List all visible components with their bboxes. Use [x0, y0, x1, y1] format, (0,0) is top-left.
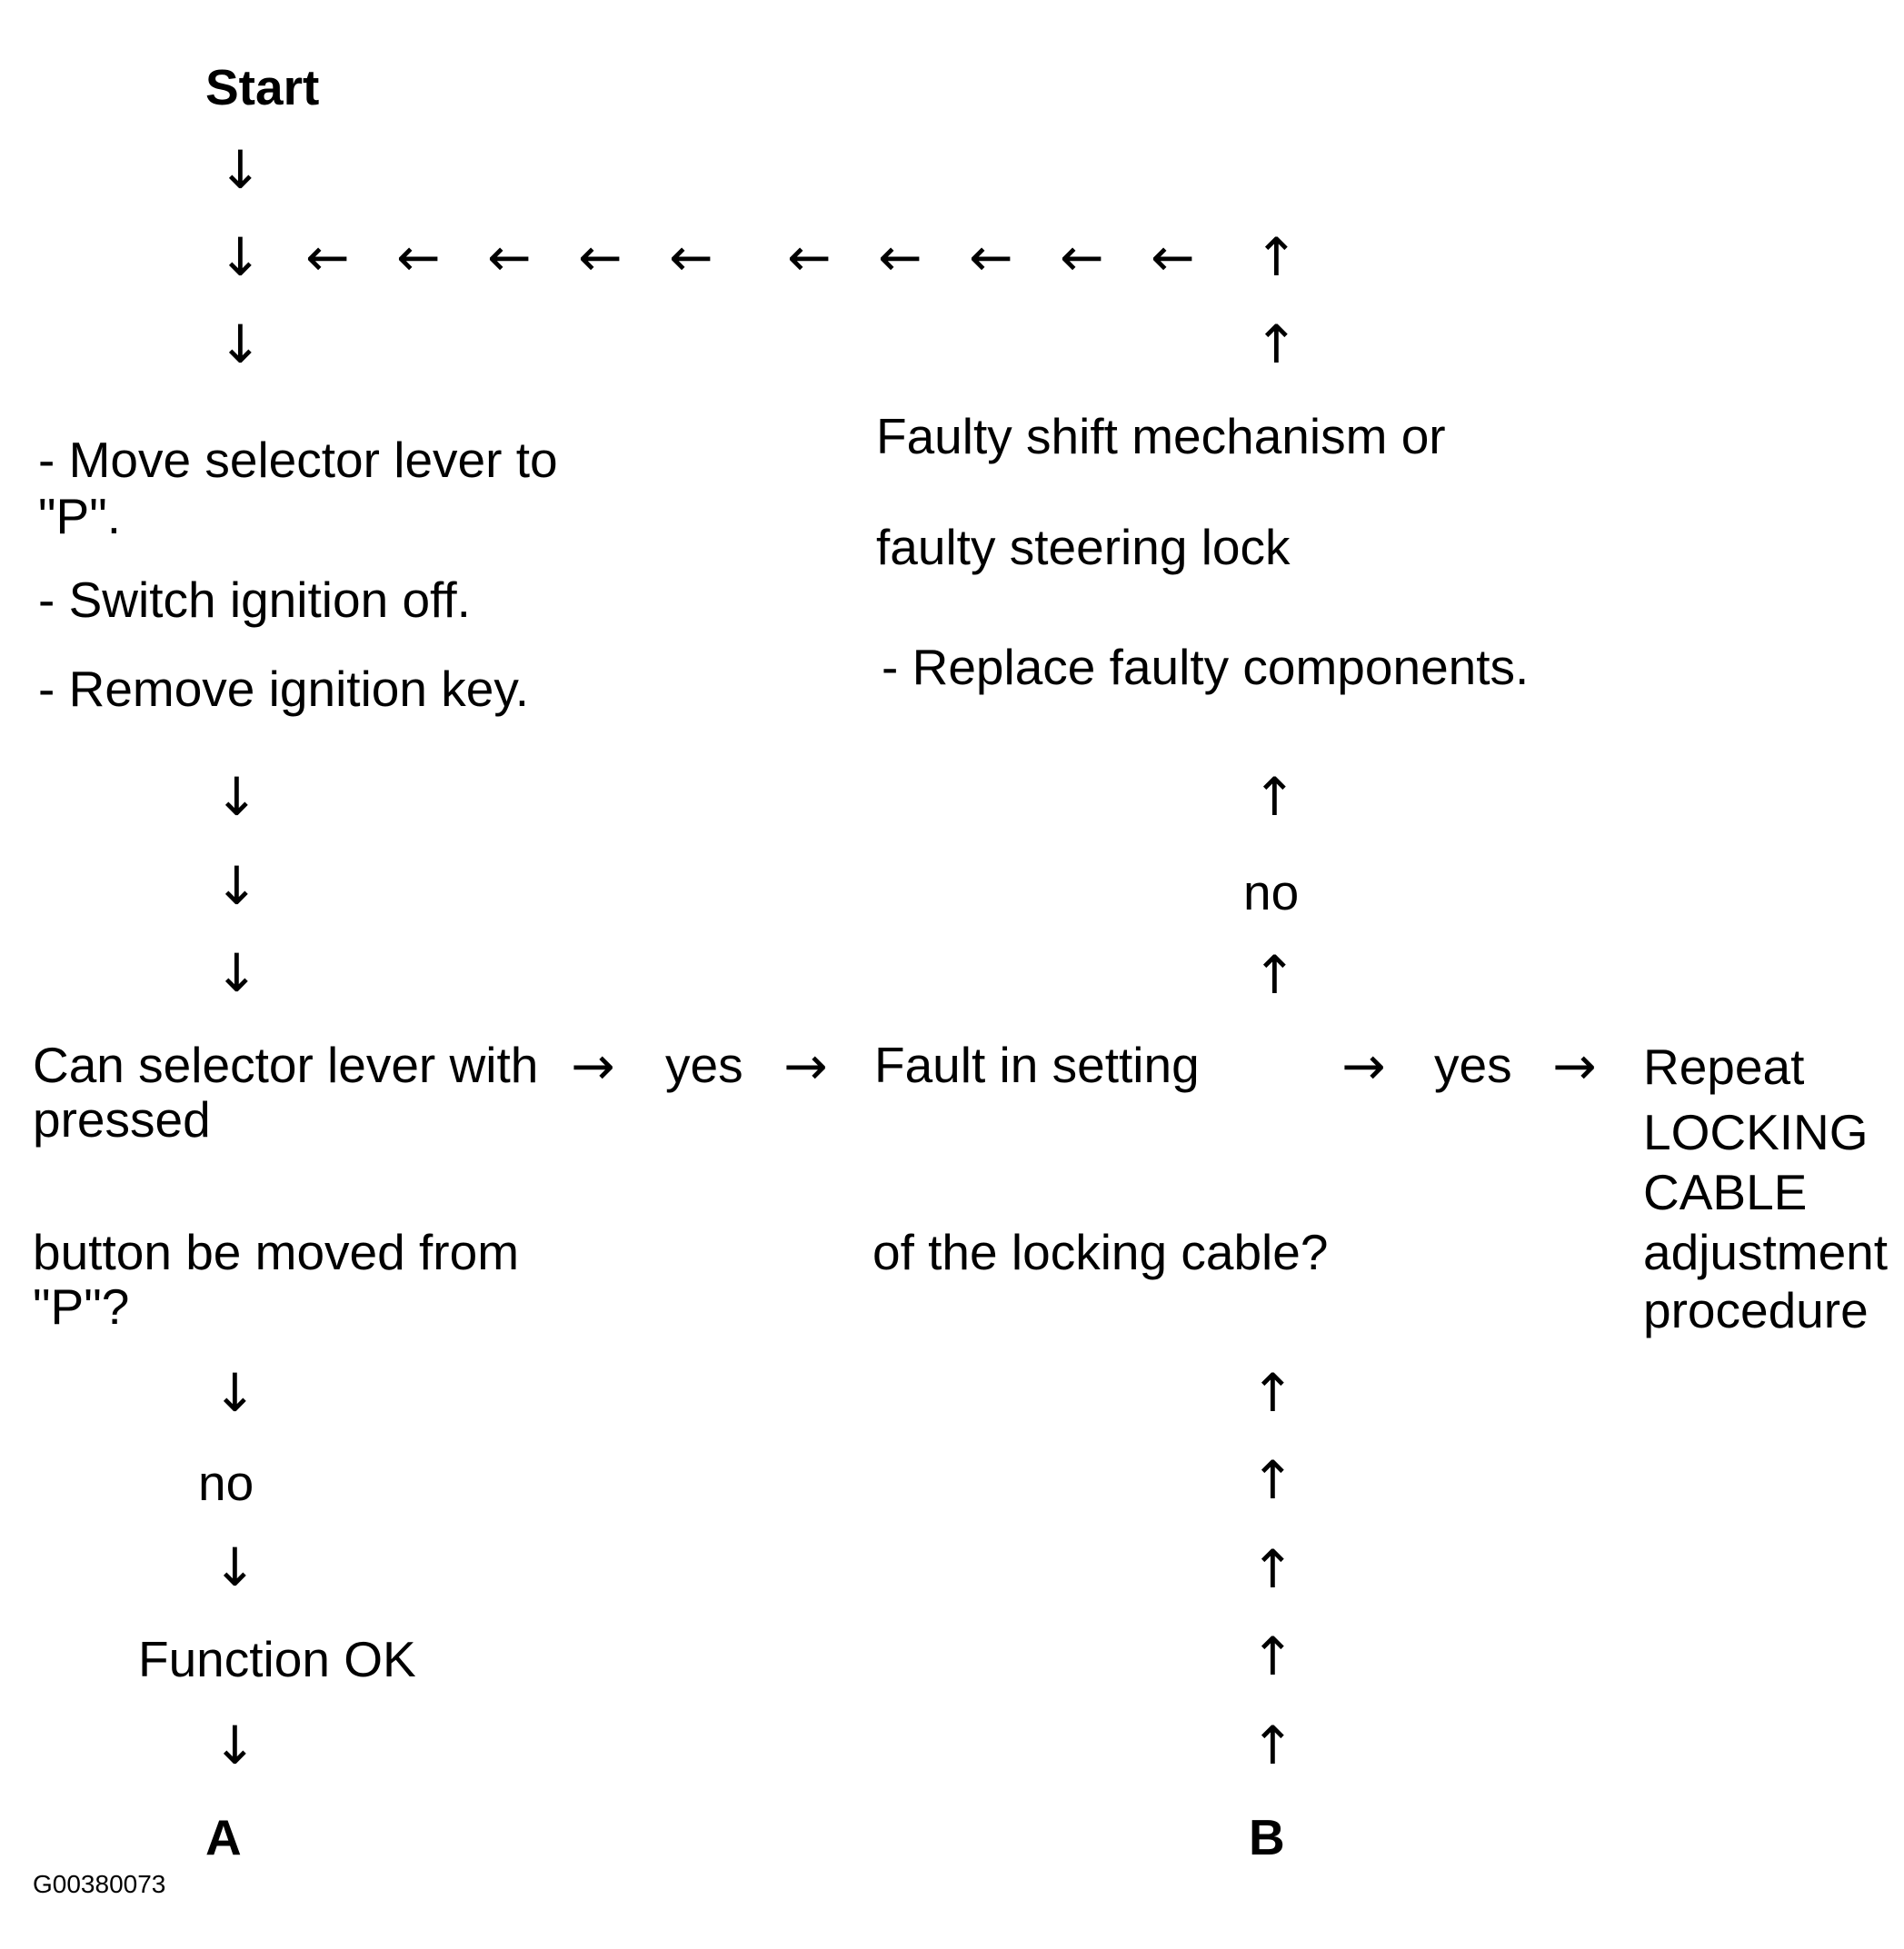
arrow-right-icon: →: [571, 1035, 615, 1097]
question-line: of the locking cable?: [872, 1224, 1329, 1280]
arrow-up-icon: ↑: [1251, 1715, 1295, 1776]
arrow-right-icon: →: [1552, 1035, 1597, 1097]
arrow-left-icon: ←: [578, 226, 623, 288]
arrow-down-icon: ↓: [218, 226, 263, 288]
fault-line: faulty steering lock: [876, 519, 1291, 575]
arrow-down-icon: ↓: [214, 942, 259, 1004]
arrow-down-icon: ↓: [218, 313, 263, 375]
question-line: Can selector lever with: [33, 1037, 539, 1093]
no-label: no: [1243, 864, 1300, 920]
arrow-up-icon: ↑: [1251, 1538, 1295, 1600]
connector-a: A: [205, 1809, 242, 1865]
repeat-line: Repeat: [1643, 1039, 1805, 1095]
arrow-left-icon: ←: [1151, 226, 1195, 288]
left-step-line: - Remove ignition key.: [38, 661, 530, 717]
arrow-left-icon: ←: [969, 226, 1013, 288]
arrow-left-icon: ←: [787, 226, 832, 288]
arrow-up-icon: ↑: [1254, 313, 1299, 375]
left-step-line: - Switch ignition off.: [38, 572, 471, 628]
arrow-right-icon: →: [783, 1035, 828, 1097]
arrow-left-icon: ←: [396, 226, 441, 288]
arrow-down-icon: ↓: [214, 855, 259, 917]
repeat-line: adjustment: [1643, 1224, 1889, 1280]
repeat-line: CABLE: [1643, 1164, 1808, 1220]
arrow-up-icon: ↑: [1252, 766, 1297, 828]
question-line: "P"?: [33, 1278, 130, 1335]
start-label: Start: [205, 59, 320, 115]
arrow-left-icon: ←: [487, 226, 532, 288]
repeat-line: LOCKING: [1643, 1104, 1869, 1160]
connector-b: B: [1249, 1809, 1285, 1865]
arrow-up-icon: ↑: [1251, 1362, 1295, 1424]
arrow-up-icon: ↑: [1251, 1449, 1295, 1511]
arrow-left-icon: ←: [1060, 226, 1104, 288]
arrow-down-icon: ↓: [213, 1715, 257, 1776]
arrow-down-icon: ↓: [218, 139, 263, 201]
question-line: button be moved from: [33, 1224, 520, 1280]
yes-label: yes: [665, 1037, 743, 1093]
arrow-up-icon: ↑: [1254, 226, 1299, 288]
arrow-down-icon: ↓: [213, 1362, 257, 1424]
figure-id: G00380073: [33, 1870, 166, 1898]
fault-line: - Replace faulty components.: [882, 639, 1530, 695]
arrow-right-icon: →: [1341, 1035, 1386, 1097]
arrow-down-icon: ↓: [214, 766, 259, 828]
arrow-left-icon: ←: [669, 226, 713, 288]
arrow-up-icon: ↑: [1251, 1626, 1295, 1687]
arrow-left-icon: ←: [305, 226, 350, 288]
left-step-line: - Move selector lever to: [38, 432, 558, 488]
no-label: no: [198, 1455, 254, 1511]
question-line: pressed: [33, 1091, 211, 1148]
arrow-up-icon: ↑: [1252, 944, 1297, 1006]
repeat-line: procedure: [1643, 1282, 1869, 1338]
yes-label: yes: [1434, 1037, 1512, 1093]
left-step-line: "P".: [38, 488, 122, 544]
question-line: Fault in setting: [874, 1037, 1200, 1093]
arrow-down-icon: ↓: [213, 1536, 257, 1598]
function-ok-label: Function OK: [138, 1631, 416, 1687]
fault-line: Faulty shift mechanism or: [876, 408, 1446, 464]
arrow-left-icon: ←: [878, 226, 922, 288]
